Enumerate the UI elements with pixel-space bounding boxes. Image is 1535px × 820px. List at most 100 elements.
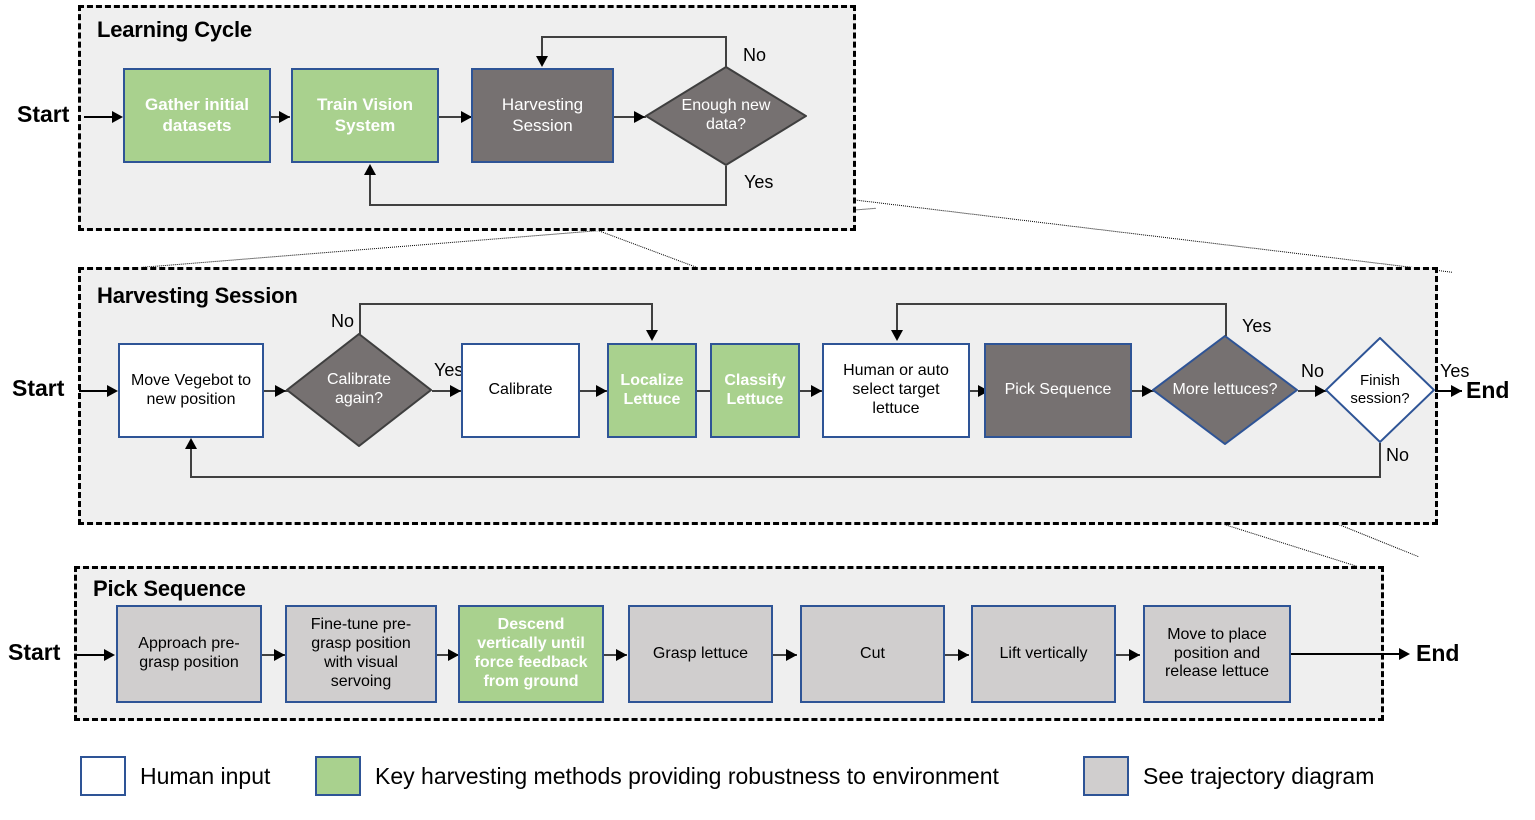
edge-no-vert-down [541,36,543,60]
edge-calno-horiz [359,303,652,305]
edge-start-to-move [79,390,111,392]
arrowhead-grasp-to-cut [786,649,797,661]
edge-no-vert-up [725,36,727,68]
edge-calibrate-again-to-calibrate [432,390,462,392]
edge-label-no-learning: No [743,45,767,65]
pick-start-label: Start [8,639,61,665]
legend-swatch-trajectory [1083,756,1129,796]
edge-harvesting-to-enough [614,116,646,118]
arrowhead-approach-to-finetune [274,649,285,661]
edge-cut-to-lift [945,654,969,656]
edge-calno-vert-up [359,303,361,335]
edge-finishno-vert-down [1379,443,1381,477]
diamond-shape [1152,335,1298,445]
diamond-shape [645,66,807,166]
edge-label-more-yes: Yes [1242,316,1272,336]
node-move-to-place[interactable]: Move to place position and release lettu… [1143,605,1291,703]
arrowhead-pick-to-more [1142,385,1153,397]
node-train-vision-system[interactable]: Train Vision System [291,68,439,163]
edge-approach-to-finetune [262,654,285,656]
edge-start-to-gather [84,116,115,118]
node-lift-vertically[interactable]: Lift vertically [971,605,1116,703]
node-enough-new-data-label: Enough new data? [681,97,771,133]
node-calibrate-again-label: Calibrate again? [326,371,392,407]
node-select-target-lettuce[interactable]: Human or auto select target lettuce [822,343,970,438]
edge-start-to-approach [75,654,108,656]
edge-lift-to-move [1116,654,1140,656]
arrowhead-finish-to-end [1451,385,1462,397]
arrowhead-train-to-harvesting [461,111,472,123]
group-title-learning-cycle: Learning Cycle [97,17,252,42]
arrowhead-cut-to-lift [958,649,969,661]
edge-more-to-finish [1298,390,1327,392]
edge-descend-to-grasp [604,654,627,656]
edge-no-horiz [541,36,727,38]
node-pick-sequence[interactable]: Pick Sequence [984,343,1132,438]
legend-item-human-input: Human input [80,756,270,796]
arrowhead-gather-to-train [279,111,290,123]
node-harvesting-session[interactable]: Harvesting Session [471,68,614,163]
arrowhead-calno-to-localize [646,330,658,341]
edge-label-more-no: No [1301,361,1325,381]
legend-label-human-input: Human input [140,762,271,789]
group-title-pick-sequence: Pick Sequence [93,576,246,601]
node-finish-session-label: Finish session? [1350,372,1410,407]
arrowhead-classify-to-select [811,385,822,397]
arrowhead-start-to-move [107,385,118,397]
arrowhead-yes-to-train [364,164,376,175]
node-move-vegebot[interactable]: Move Vegebot to new position [118,343,264,438]
node-grasp-lettuce[interactable]: Grasp lettuce [628,605,773,703]
node-calibrate-again[interactable]: Calibrate again? [286,333,432,447]
harvesting-start-label: Start [12,375,65,401]
diamond-shape [1325,337,1435,443]
legend-label-key-methods: Key harvesting methods providing robustn… [375,762,999,789]
edge-train-to-harvesting [439,116,472,118]
arrowhead-select-to-pick [978,385,989,397]
arrowhead-finishno-to-move [185,438,197,449]
arrowhead-move-to-calibrate-again [275,385,286,397]
arrowhead-no-to-harvesting [536,56,548,67]
node-fine-tune-pregrasp[interactable]: Fine-tune pre-grasp position with visual… [285,605,437,703]
edge-yes-horiz [369,204,727,206]
node-more-lettuces[interactable]: More lettuces? [1152,335,1298,445]
arrowhead-to-calibrate [450,385,461,397]
arrowhead-moreyes-to-select [891,330,903,341]
legend-label-trajectory: See trajectory diagram [1143,762,1375,789]
arrowhead-descend-to-grasp [616,649,627,661]
node-descend-vertically[interactable]: Descend vertically until force feedback … [458,605,604,703]
edge-finishno-vert-up [190,449,192,477]
arrowhead-move-to-end [1399,648,1410,660]
pick-end-label: End [1416,640,1460,666]
edge-calibrate-to-localize [580,390,607,392]
node-gather-initial-datasets[interactable]: Gather initial datasets [123,68,271,163]
arrowhead-more-to-finish [1315,385,1326,397]
node-approach-pregrasp[interactable]: Approach pre-grasp position [116,605,262,703]
edge-label-calibrate-yes: Yes [434,360,464,380]
harvesting-end-label: End [1466,377,1510,403]
node-classify-lettuce[interactable]: Classify Lettuce [710,343,800,438]
edge-move-to-end [1291,653,1406,655]
edge-yes-vert-down [725,166,727,205]
legend-item-trajectory: See trajectory diagram [1083,756,1374,796]
diamond-shape [286,333,432,447]
edge-label-yes-learning: Yes [744,172,774,192]
edge-moreyes-vert-down [896,303,898,333]
edge-moreyes-vert-up [1225,303,1227,336]
node-cut[interactable]: Cut [800,605,945,703]
node-localize-lettuce[interactable]: Localize Lettuce [607,343,697,438]
node-calibrate[interactable]: Calibrate [461,343,580,438]
edge-moreyes-horiz [896,303,1227,305]
edge-label-calibrate-no: No [331,311,355,331]
node-finish-session[interactable]: Finish session? [1325,337,1435,443]
group-title-harvesting-session: Harvesting Session [97,283,298,308]
legend-swatch-key-methods [315,756,361,796]
node-enough-new-data[interactable]: Enough new data? [645,66,807,166]
legend-swatch-human-input [80,756,126,796]
edge-yes-vert-up [369,175,371,205]
node-more-lettuces-label: More lettuces? [1172,380,1278,398]
arrowhead-calibrate-to-localize [596,385,607,397]
edge-calno-vert-down [651,303,653,333]
arrowhead-harvesting-to-enough [634,111,645,123]
edge-label-finish-no: No [1386,445,1410,465]
